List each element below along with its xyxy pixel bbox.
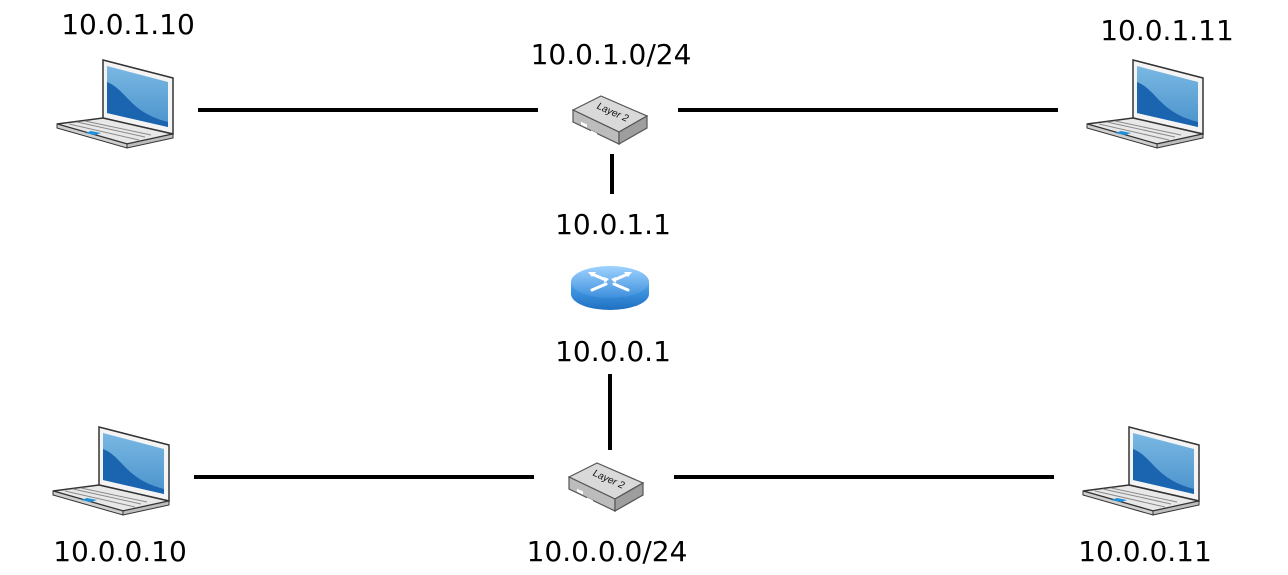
layer2-switch-icon xyxy=(568,462,644,513)
host-top-right-address: 10.0.1.11 xyxy=(1100,14,1234,47)
subnet-bottom-label: 10.0.0.0/24 xyxy=(527,535,688,568)
host-bottom-right-address: 10.0.0.11 xyxy=(1078,535,1212,568)
laptop-icon xyxy=(1086,59,1204,149)
laptop-icon xyxy=(56,59,174,149)
router-icon xyxy=(571,266,649,310)
subnet-top-label: 10.0.1.0/24 xyxy=(531,38,692,71)
layer2-switch-top: Layer 2 xyxy=(572,95,648,146)
router-top-interface-address: 10.0.1.1 xyxy=(555,208,671,241)
host-top-left-address: 10.0.1.10 xyxy=(61,8,195,41)
host-bottom-left-address: 10.0.0.10 xyxy=(53,535,187,568)
links xyxy=(194,108,1058,479)
router-bottom-interface-address: 10.0.0.1 xyxy=(555,335,671,368)
laptop-icon xyxy=(52,426,170,516)
laptop-icon xyxy=(1082,426,1200,516)
layer2-switch-bottom: Layer 2 xyxy=(568,462,644,513)
layer2-switch-icon xyxy=(572,95,648,146)
